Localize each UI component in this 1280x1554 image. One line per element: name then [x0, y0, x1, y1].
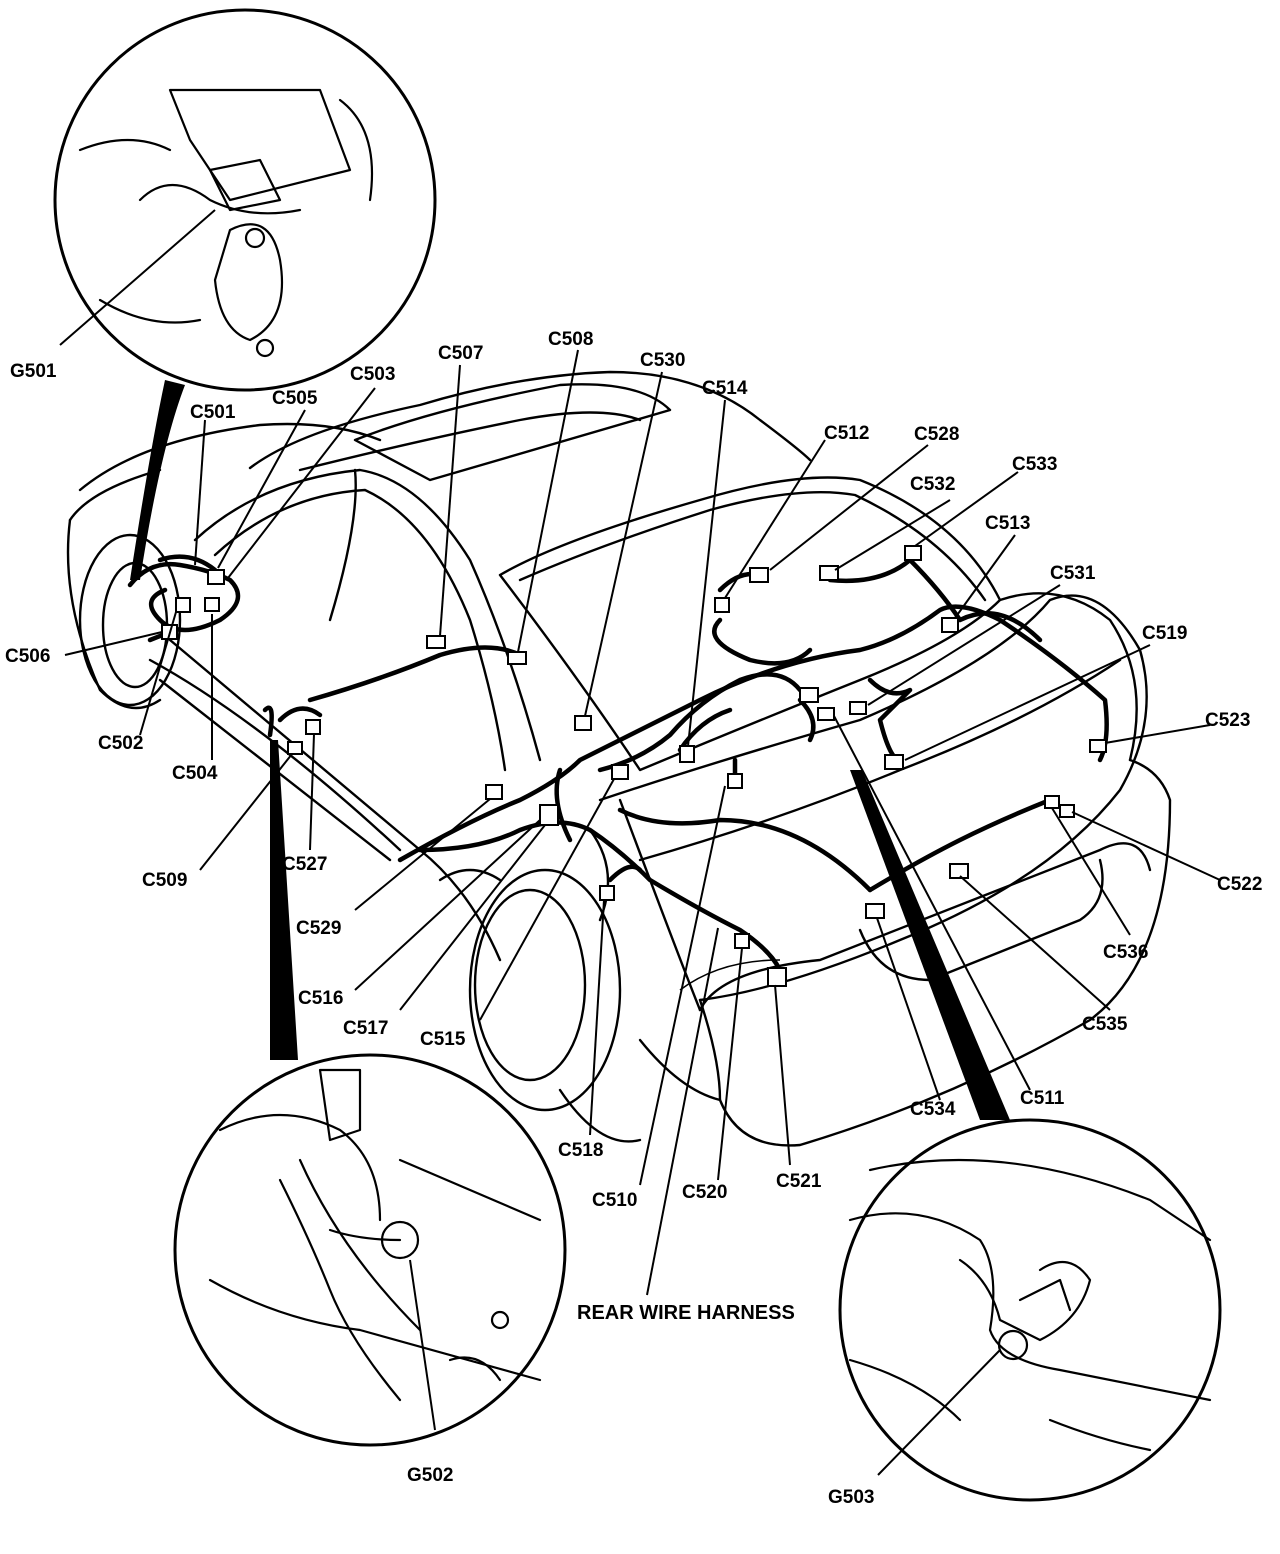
label-c535: C535 — [1082, 1014, 1128, 1035]
label-c505: C505 — [272, 388, 318, 409]
label-c510: C510 — [592, 1190, 637, 1211]
label-c522: C522 — [1217, 874, 1262, 895]
label-c515: C515 — [420, 1029, 466, 1050]
leader-lines — [64, 349, 1221, 1296]
label-c516: C516 — [298, 988, 343, 1009]
label-g502: G502 — [407, 1465, 453, 1486]
label-c511: C511 — [1020, 1088, 1065, 1109]
label-c506: C506 — [5, 646, 50, 667]
label-c512: C512 — [824, 423, 869, 444]
label-g501: G501 — [10, 361, 57, 382]
label-c520: C520 — [682, 1182, 727, 1203]
g503-detail — [838, 770, 1222, 1502]
label-c534: C534 — [910, 1099, 956, 1120]
connectors — [161, 545, 1107, 987]
label-c521: C521 — [776, 1171, 822, 1192]
label-c528: C528 — [914, 424, 959, 445]
label-c504: C504 — [172, 763, 218, 784]
label-rear-wire-harness: REAR WIRE HARNESS — [577, 1302, 795, 1324]
label-c536: C536 — [1103, 942, 1148, 963]
label-c523: C523 — [1205, 710, 1250, 731]
label-g503: G503 — [828, 1487, 874, 1508]
label-c531: C531 — [1050, 563, 1096, 584]
label-c502: C502 — [98, 733, 143, 754]
label-c529: C529 — [296, 918, 341, 939]
g501-detail — [53, 8, 437, 580]
labels: G501 C501 C505 C503 C507 C508 C530 C514 … — [5, 329, 1262, 1508]
label-c530: C530 — [640, 350, 685, 371]
label-c514: C514 — [702, 378, 748, 399]
label-c513: C513 — [985, 513, 1030, 534]
car-body — [66, 370, 1172, 1147]
label-c503: C503 — [350, 364, 395, 385]
label-c527: C527 — [282, 854, 327, 875]
label-c518: C518 — [558, 1140, 603, 1161]
label-c501: C501 — [190, 402, 236, 423]
label-c517: C517 — [343, 1018, 388, 1039]
label-c507: C507 — [438, 343, 483, 364]
label-c508: C508 — [548, 329, 593, 350]
label-c533: C533 — [1012, 454, 1057, 475]
label-c532: C532 — [910, 474, 955, 495]
label-c509: C509 — [142, 870, 187, 891]
g502-detail — [173, 740, 567, 1447]
label-c519: C519 — [1142, 623, 1187, 644]
